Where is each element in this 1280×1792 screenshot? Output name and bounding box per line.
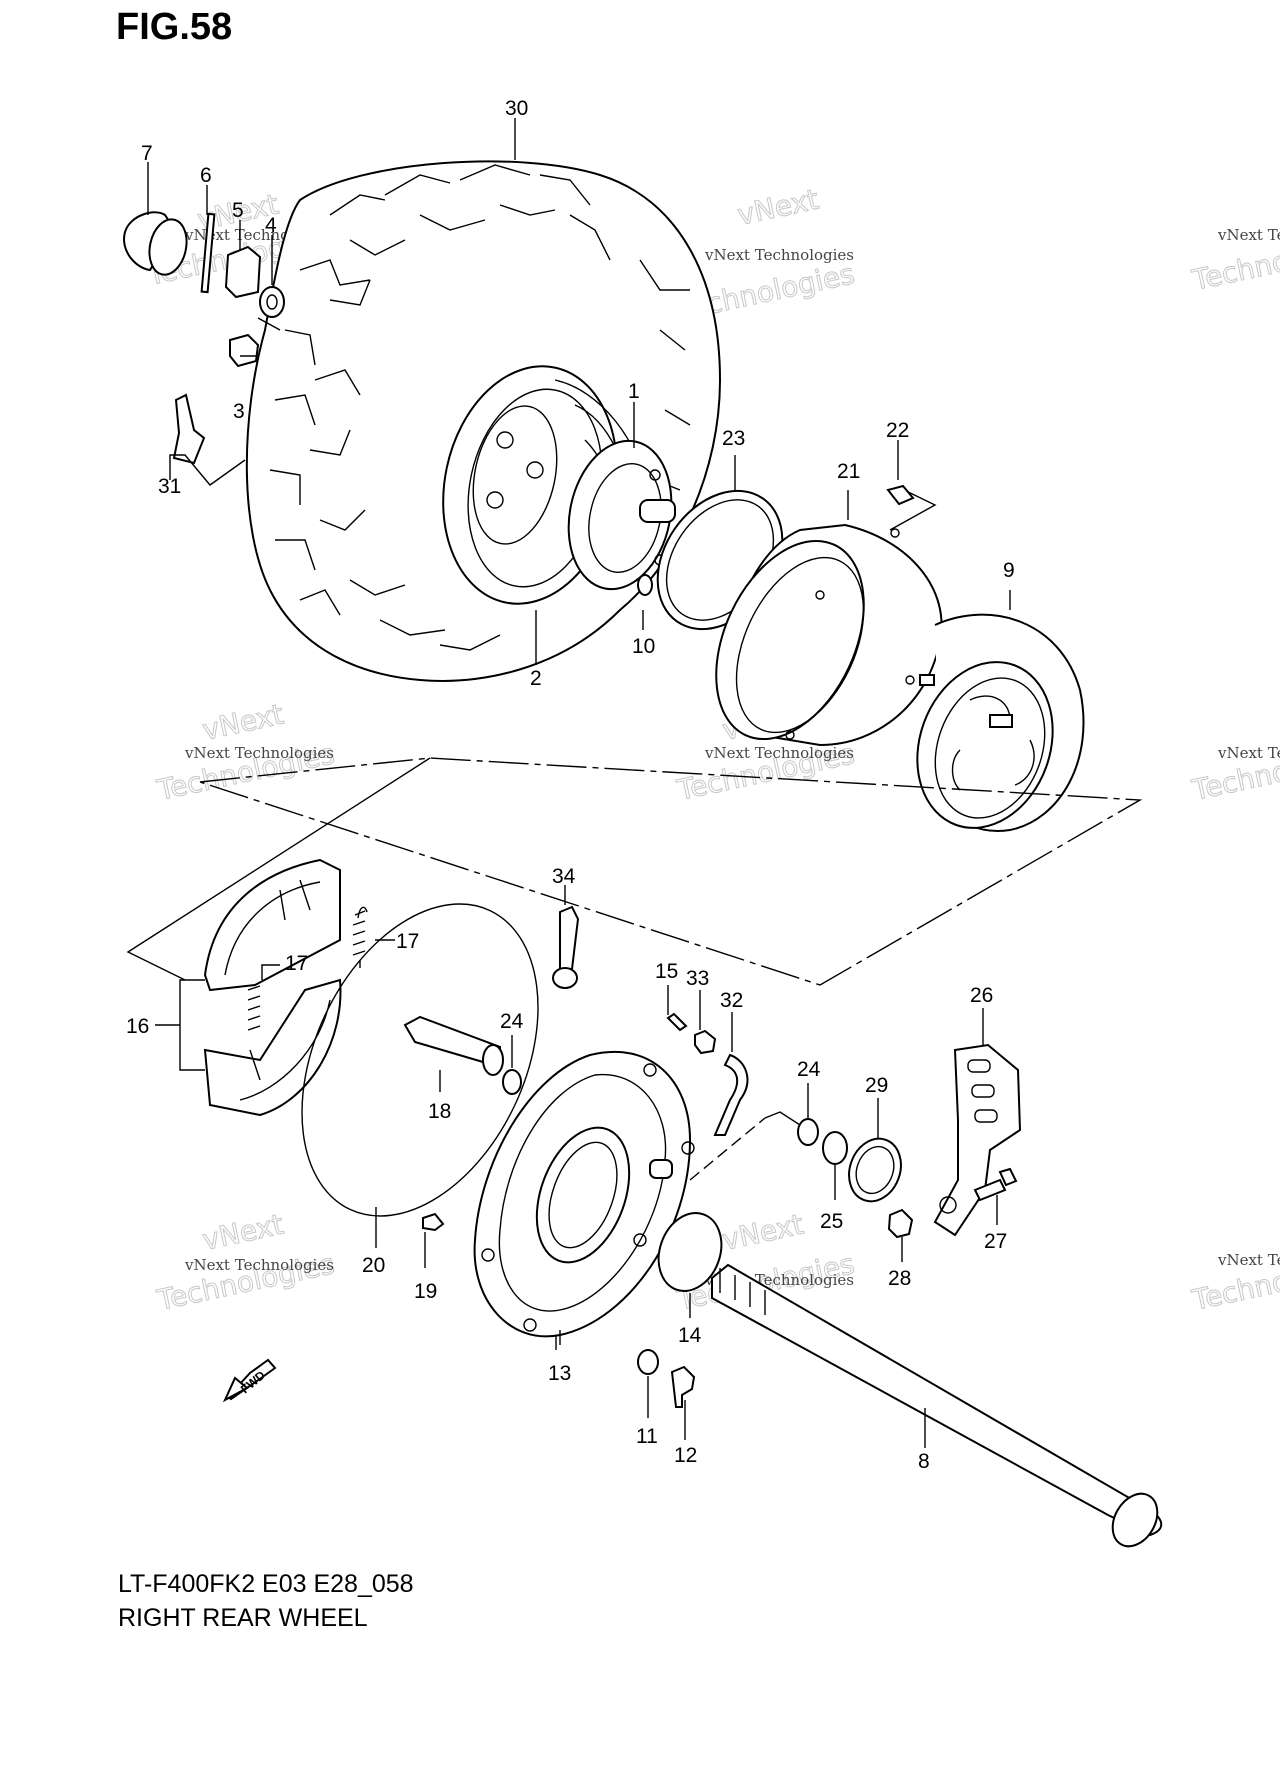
callout-3: 3 [233, 400, 245, 423]
callout-17b: 17 [285, 952, 308, 975]
spring-29 [848, 1098, 902, 1203]
watermark-bottom-left: Technologies vNext vNext Technologies [153, 1207, 338, 1317]
nut-33 [694, 990, 717, 1055]
callout-21: 21 [837, 460, 860, 483]
brake-arm-26 [933, 1008, 1022, 1237]
callout-2: 2 [530, 667, 542, 690]
rear-tire [245, 160, 722, 682]
svg-text:vNext: vNext [720, 1208, 807, 1257]
model-code: LT-F400FK2 E03 E28_058 [118, 1570, 414, 1598]
svg-text:vNext Technologies: vNext Technologies [1217, 1251, 1280, 1269]
svg-text:vNext Technologies: vNext Technologies [1217, 744, 1280, 762]
assembly-outline [126, 757, 1143, 986]
o-ring-10 [637, 574, 653, 596]
callout-32: 32 [720, 989, 743, 1012]
callout-24a: 24 [500, 1010, 524, 1033]
svg-text:vNext Technologies: vNext Technologies [184, 1256, 334, 1274]
cotter-pin-6 [200, 212, 216, 294]
figure-title: FIG.58 [116, 6, 233, 48]
castle-nut-5 [224, 245, 262, 299]
watermark-mid-right: Technologies vNext Technologies [1188, 737, 1280, 808]
spring-17-lower [247, 964, 280, 1031]
callout-30: 30 [505, 97, 528, 120]
bolt-27 [973, 1167, 1018, 1225]
washer-25 [822, 1131, 848, 1165]
lever-34 [552, 885, 580, 989]
callout-34: 34 [552, 865, 576, 888]
forward-arrow-icon: FWD [222, 1358, 277, 1403]
washer-24-right [797, 1118, 819, 1146]
svg-text:vNext: vNext [200, 1208, 287, 1257]
svg-text:vNext: vNext [200, 698, 287, 747]
callout-28: 28 [888, 1267, 911, 1290]
brake-drum-cover-21 [715, 523, 943, 747]
brake-shoes-16 [155, 858, 342, 1117]
washer-11 [637, 1349, 659, 1418]
callout-11: 11 [636, 1425, 658, 1448]
callout-6: 6 [200, 164, 212, 187]
svg-text:vNext Technologies: vNext Technologies [704, 744, 854, 762]
callout-7: 7 [141, 142, 153, 165]
callout-19: 19 [414, 1280, 437, 1303]
nut-3 [229, 333, 260, 368]
callout-22: 22 [886, 419, 909, 442]
svg-text:vNext Technologies: vNext Technologies [184, 744, 334, 762]
callout-14: 14 [678, 1324, 702, 1347]
pin-15 [666, 985, 688, 1032]
callout-5: 5 [232, 199, 244, 222]
washer-4 [259, 286, 285, 318]
watermark-mid-left: Technologies vNext vNext Technologies [153, 697, 338, 807]
callout-26: 26 [970, 984, 993, 1007]
o-ring-14 [657, 1212, 723, 1292]
callout-16: 16 [126, 1015, 149, 1038]
callout-10: 10 [632, 635, 655, 658]
callout-25: 25 [820, 1210, 843, 1233]
callout-1: 1 [628, 380, 640, 403]
callout-4: 4 [265, 214, 277, 237]
axle-8 [711, 1263, 1163, 1548]
nut-28 [887, 1208, 914, 1262]
hub-cap-7 [123, 211, 188, 276]
section-name: RIGHT REAR WHEEL [118, 1604, 368, 1632]
brake-drum-9 [916, 613, 1085, 832]
callout-33: 33 [686, 967, 709, 990]
svg-text:vNext: vNext [735, 183, 822, 232]
brake-panel-13 [473, 1050, 695, 1350]
callout-8: 8 [918, 1450, 930, 1473]
watermark-top-right: Technologies vNext Technologies [1188, 226, 1280, 298]
watermark-bottom-right: Technologies vNext Technologies [1188, 1247, 1280, 1318]
hose-32 [689, 1012, 801, 1181]
part-callouts: 30 7 6 5 4 3 31 1 2 10 23 21 22 9 34 17 … [126, 97, 1015, 1473]
bolt-22 [886, 484, 915, 506]
svg-text:vNext Technologies: vNext Technologies [704, 246, 854, 264]
callout-13: 13 [548, 1362, 571, 1385]
washer-24-left [502, 1069, 522, 1095]
callout-23: 23 [722, 427, 745, 450]
brake-cam-18 [403, 1015, 504, 1092]
callout-29: 29 [865, 1074, 888, 1097]
spring-17-upper [352, 906, 395, 968]
callout-17a: 17 [396, 930, 419, 953]
callout-18: 18 [428, 1100, 451, 1123]
leader-lines-top [147, 118, 1011, 665]
o-ring-20 [301, 903, 539, 1217]
callout-31: 31 [158, 475, 181, 498]
callout-27: 27 [984, 1230, 1007, 1253]
callout-9: 9 [1003, 559, 1015, 582]
valve-31 [172, 393, 206, 465]
bolt-12 [670, 1365, 696, 1440]
callout-24b: 24 [797, 1058, 821, 1081]
bolt-19 [422, 1212, 445, 1268]
callout-20: 20 [362, 1254, 385, 1277]
svg-text:vNext Technologies: vNext Technologies [1217, 226, 1280, 244]
callout-15: 15 [655, 960, 678, 983]
callout-12: 12 [674, 1444, 697, 1467]
